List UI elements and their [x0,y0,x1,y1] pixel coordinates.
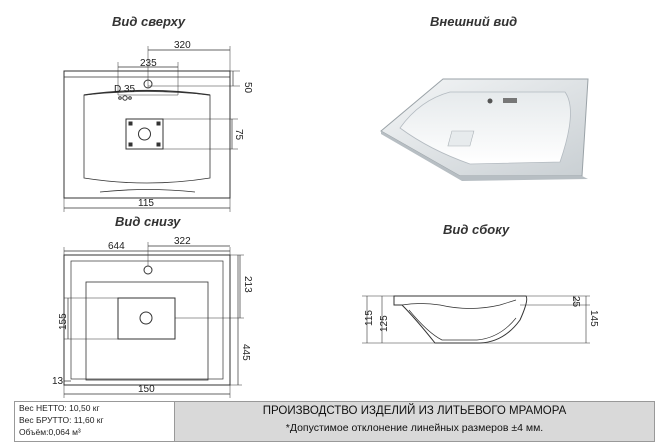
dim-side-145: 145 [588,310,599,327]
side-outline [393,295,528,344]
bottom-view-title: Вид снизу [115,214,181,229]
dim-top-235: 235 [140,58,157,69]
bottom-drain-plate [117,297,176,340]
dim-bottom-644: 644 [108,241,125,252]
side-view-title: Вид сбоку [443,222,510,237]
note-tolerance: *Допустимое отклонение линейных размеров… [285,422,544,434]
dim-bottom-213: 213 [242,276,253,293]
dim-top-d35: D 35 [114,84,136,95]
dim-bottom-322: 322 [174,236,191,247]
exterior-view-title: Внешний вид [430,14,518,29]
dim-top-50: 50 [242,82,253,94]
spec-net-weight: Вес НЕТТО: 10,50 кг [19,403,100,413]
footer: Вес НЕТТО: 10,50 кг Вес БРУТТО: 11,60 кг… [0,401,666,444]
bottom-tap-hole [143,265,153,275]
top-view [63,46,240,212]
dim-bottom-150: 150 [138,384,155,395]
dim-bottom-155: 155 [58,313,69,330]
drain-plate [125,118,164,150]
dim-top-75: 75 [233,129,244,141]
bottom-drain-hole [139,311,153,325]
dim-side-125: 125 [379,315,390,332]
drain-hole [138,127,151,141]
dim-side-115: 115 [364,310,375,326]
exterior-view [380,78,589,181]
top-view-outline [63,70,231,199]
bottom-view [63,242,244,398]
note-production: ПРОИЗВОДСТВО ИЗДЕЛИЙ ИЗ ЛИТЬЕВОГО МРАМОР… [262,405,567,417]
spec-gross-weight: Вес БРУТТО: 11,60 кг [19,415,104,425]
side-view [362,295,590,344]
note-box: ПРОИЗВОДСТВО ИЗДЕЛИЙ ИЗ ЛИТЬЕВОГО МРАМОР… [174,401,655,442]
dim-top-320: 320 [174,40,191,51]
spec-box: Вес НЕТТО: 10,50 кг Вес БРУТТО: 11,60 кг… [14,401,176,442]
dim-bottom-13: 13 [52,376,64,387]
top-view-bowl [83,91,211,184]
bottom-view-outline [63,254,231,386]
top-view-title: Вид сверху [112,14,186,29]
dim-bottom-445: 445 [240,344,251,361]
dim-side-25: 25 [570,296,581,308]
spec-volume: Объём:0,064 м³ [19,427,81,437]
dim-top-115: 115 [138,198,154,209]
